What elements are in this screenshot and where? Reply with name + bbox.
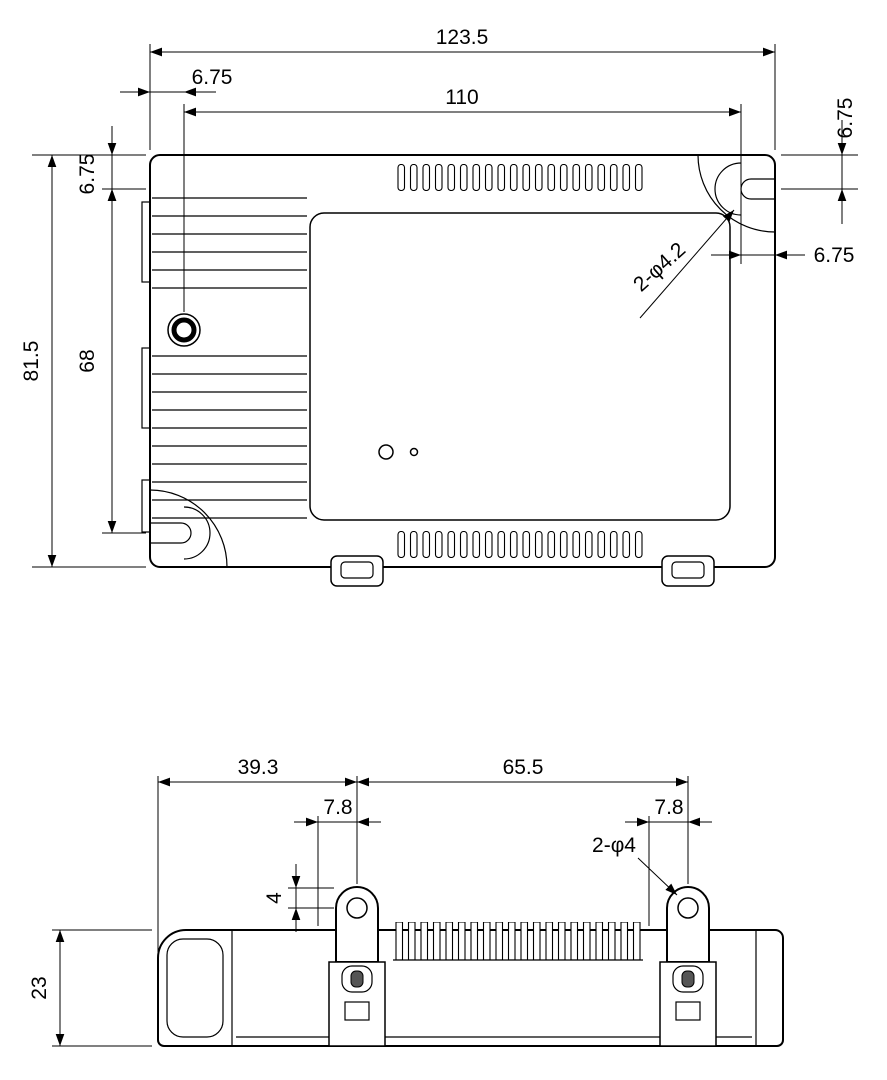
heatsink-fin-lines <box>152 197 307 519</box>
bottom-clip-right <box>661 555 715 587</box>
dim-bracket-offset-left: 39.3 <box>157 756 358 952</box>
callout-bracket-holes: 2-φ4 <box>592 834 678 896</box>
dim-text-bracket-width-right: 7.8 <box>654 796 683 819</box>
dim-overall-height: 81.5 <box>20 154 146 568</box>
screw-boss <box>167 313 201 347</box>
callout-text-bracket-holes: 2-φ4 <box>592 834 636 857</box>
dim-tab-hole-offset: 4 <box>263 864 334 932</box>
dim-text-hole-offset-top: 6.75 <box>834 98 857 139</box>
vent-slots-bottom <box>395 531 645 558</box>
mounting-bracket-left <box>328 886 386 1047</box>
left-end-cap-inner <box>166 938 224 1038</box>
side-view: 39.3 65.5 7.8 7.8 <box>28 756 784 1047</box>
dim-hole-spacing-x: 110 <box>184 86 742 264</box>
dim-text-overall-width: 123.5 <box>436 26 489 49</box>
bottom-clip-left <box>330 555 384 587</box>
indicator-hole-small <box>409 447 419 457</box>
dim-bracket-spacing: 65.5 <box>357 756 689 884</box>
dim-side-height: 23 <box>28 929 152 1047</box>
dim-hole-spacing-y: 68 <box>76 189 146 534</box>
mounting-slot-bottom-left <box>149 489 228 568</box>
dim-bracket-width-right: 7.8 <box>625 796 712 926</box>
dim-text-bracket-spacing: 65.5 <box>503 756 544 779</box>
enclosure-side <box>157 886 784 1047</box>
vent-slots-top <box>395 164 645 191</box>
mounting-bracket-right <box>659 886 717 1047</box>
bracket-hole-left <box>346 897 368 919</box>
dim-text-hole-offset-top-left: 6.75 <box>76 154 99 195</box>
enclosure-top <box>141 154 776 587</box>
dim-hole-offset-left: 6.75 <box>120 66 232 312</box>
top-view: 123.5 6.75 110 <box>20 26 858 587</box>
indicator-hole-large <box>378 444 394 460</box>
bracket-hole-right <box>677 897 699 919</box>
dim-text-tab-hole-offset: 4 <box>263 892 286 904</box>
dim-text-hole-spacing-y: 68 <box>76 349 99 372</box>
dim-text-hole-offset-right: 6.75 <box>814 244 855 267</box>
label-area <box>309 212 731 521</box>
left-edge-tabs <box>141 201 151 533</box>
side-heatsink-fins <box>393 922 643 960</box>
side-view-dimensions: 39.3 65.5 7.8 7.8 <box>28 756 712 1047</box>
dim-hole-offset-top-left: 6.75 <box>76 126 146 218</box>
dim-text-hole-offset-left: 6.75 <box>192 66 233 89</box>
dim-hole-offset-right: 6.75 <box>711 244 854 267</box>
dim-text-overall-height: 81.5 <box>20 341 43 382</box>
dim-overall-width: 123.5 <box>149 26 776 150</box>
dim-hole-offset-top: 6.75 <box>781 98 858 224</box>
dim-text-bracket-width-left: 7.8 <box>323 796 352 819</box>
dim-text-side-height: 23 <box>28 976 51 999</box>
dim-text-bracket-offset-left: 39.3 <box>238 756 279 779</box>
dim-text-hole-spacing-x: 110 <box>445 86 478 109</box>
